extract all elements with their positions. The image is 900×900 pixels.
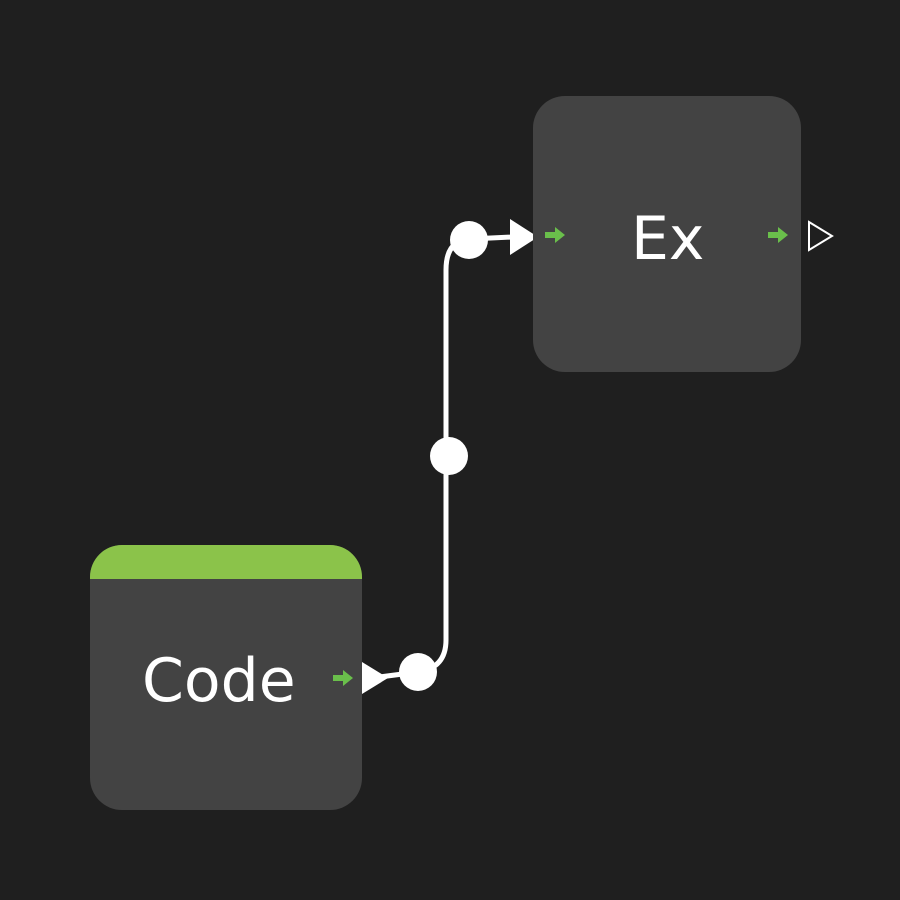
ex-node[interactable]: Ex bbox=[533, 96, 801, 372]
code-output-socket[interactable] bbox=[362, 662, 388, 694]
code-node[interactable]: Code bbox=[90, 545, 362, 810]
ex-node-label: Ex bbox=[631, 204, 705, 274]
code-node-header[interactable] bbox=[90, 545, 362, 579]
arrow-right-icon bbox=[545, 227, 565, 243]
wire-handle-middle[interactable] bbox=[430, 437, 468, 475]
arrow-right-icon bbox=[333, 670, 353, 686]
triangle-outline-icon[interactable] bbox=[806, 219, 836, 253]
arrow-right-icon bbox=[768, 227, 788, 243]
wire-handle-end[interactable] bbox=[450, 221, 488, 259]
code-node-label: Code bbox=[142, 646, 296, 716]
wire-handle-start[interactable] bbox=[399, 653, 437, 691]
